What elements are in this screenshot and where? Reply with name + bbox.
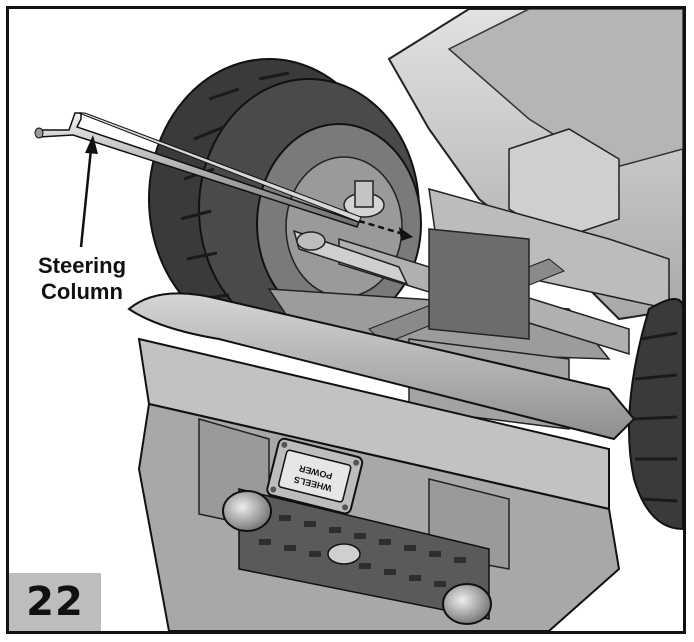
callout-line-1: Steering — [37, 253, 127, 278]
right-fog-lamp — [442, 583, 492, 625]
diagram-frame: POWER WHEELS Steering Column 22 — [6, 6, 686, 634]
steering-column-rod — [34, 112, 362, 228]
callout-line-2: Column — [41, 279, 123, 304]
steering-column-callout: Steering Column — [23, 253, 141, 305]
license-plate: POWER WHEELS — [266, 437, 364, 515]
right-wheel — [628, 298, 683, 531]
vehicle-assembly-illustration: POWER WHEELS — [34, 9, 683, 631]
left-fog-lamp — [222, 490, 272, 532]
step-number-badge: 22 — [9, 573, 101, 631]
callout-leader-arrow — [79, 135, 98, 248]
steering-knuckle — [292, 180, 409, 286]
insertion-arrow — [358, 219, 413, 241]
chassis-body — [387, 9, 683, 321]
